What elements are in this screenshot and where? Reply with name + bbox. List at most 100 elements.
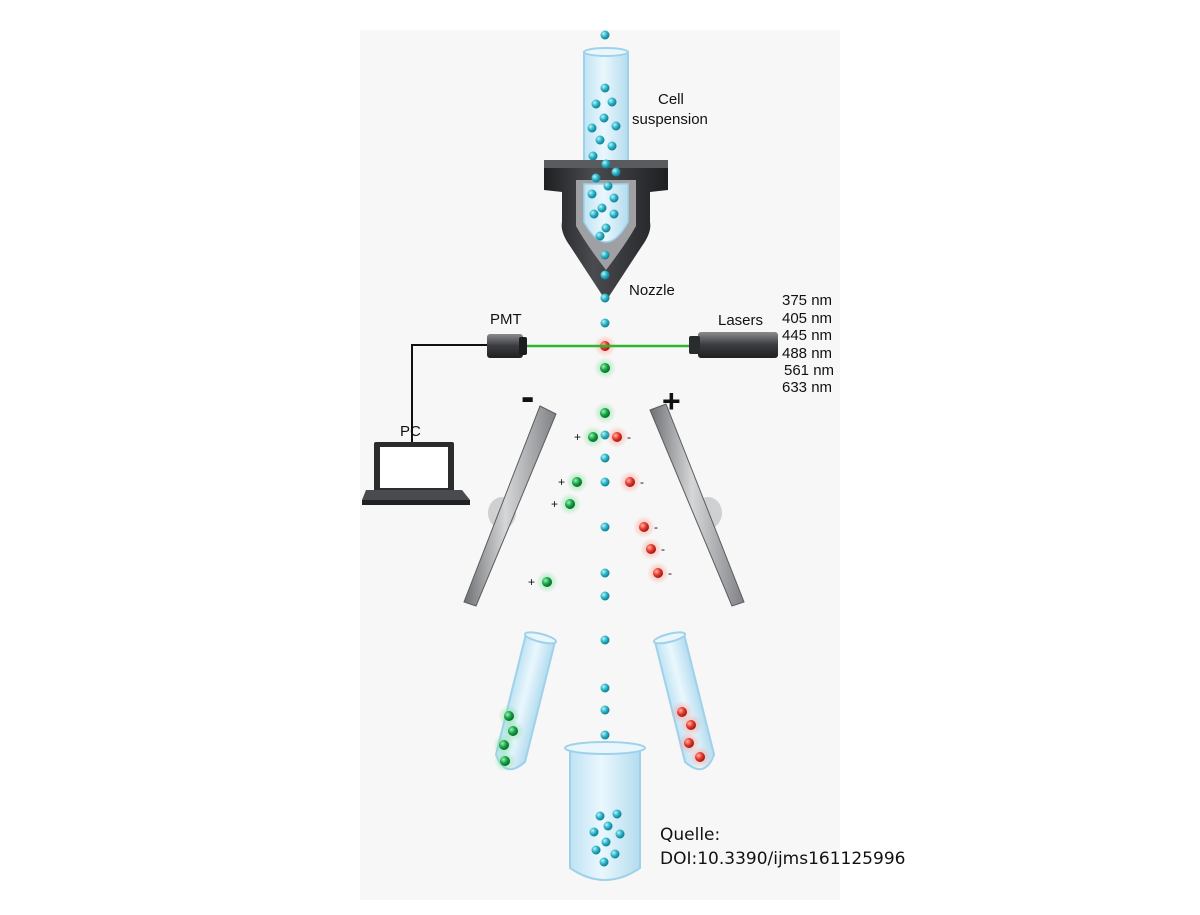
deflection-plate-negative [463,405,557,607]
suspension-cell [589,209,599,219]
wavelength-5: 633 nm [782,379,832,396]
suspension-cell [603,181,613,191]
stream-droplet [600,270,610,280]
cell-suspension-label-line2: suspension [632,111,708,128]
collected-cyan-cell [589,827,599,837]
suspension-cell [587,189,597,199]
source-label: Quelle: [660,825,720,845]
positive-droplet [542,577,552,587]
collected-cyan-cell [595,811,605,821]
positive-charge-sign: + [528,575,535,589]
suspension-cell [595,231,605,241]
laptop-icon [362,442,470,505]
wavelength-2: 445 nm [782,327,832,344]
suspension-cell [588,151,598,161]
minus-plate-sign: - [521,375,534,419]
negative-charge-sign: - [668,566,672,580]
positive-droplet [588,432,598,442]
stream-droplet [600,683,610,693]
negative-charge-sign: - [640,475,644,489]
negative-droplet [625,477,635,487]
suspension-cell [600,83,610,93]
stream-droplet [600,293,610,303]
suspension-cell [591,99,601,109]
lasers-label: Lasers [718,312,763,329]
suspension-cell [607,141,617,151]
wavelength-list: 375 nm 405 nm 445 nm 488 nm 561 nm 633 n… [782,292,834,396]
negative-charge-sign: - [654,520,658,534]
stream-droplet [600,453,610,463]
suspension-cells [587,83,621,241]
deflection-plate-positive [649,403,745,607]
nozzle-label: Nozzle [629,282,675,299]
collected-red-cell [684,738,694,748]
charge-signs: ++++----- [528,430,672,589]
wavelength-1: 405 nm [782,310,832,327]
negative-droplet [612,432,622,442]
suspension-cell [601,223,611,233]
suspension-cell [599,113,609,123]
collected-cyan-cell [612,809,622,819]
collected-red-cell [686,720,696,730]
laser-device [689,332,778,358]
pc-label: PC [400,423,421,440]
stream-droplet [600,591,610,601]
negative-droplet [653,568,663,578]
suspension-cell [609,193,619,203]
positive-droplet [565,499,575,509]
collected-cyan-cell [603,821,613,831]
positive-charge-sign: + [551,497,558,511]
collected-green-cell [508,726,518,736]
stream-droplet [600,568,610,578]
collected-cyan-cell [615,829,625,839]
wavelength-0: 375 nm [782,292,832,309]
suspension-cell [611,121,621,131]
negative-droplet [639,522,649,532]
pmt-detector [487,334,527,358]
collected-green-cell [504,711,514,721]
positive-charge-sign: + [558,475,565,489]
suspension-cell [601,159,611,169]
stream-droplet [600,30,610,40]
suspension-cell [595,135,605,145]
suspension-cell [591,173,601,183]
negative-charge-sign: - [627,430,631,444]
collected-cyan-cell [591,845,601,855]
collection-tube-center [564,741,646,881]
collected-cyan-cell [599,857,609,867]
stream-droplet [600,250,610,260]
collected-green-cell [499,740,509,750]
source-doi: DOI:10.3390/ijms161125996 [660,849,905,869]
stream-droplet [600,522,610,532]
collected-cyan-cell [601,837,611,847]
stream-droplet [600,635,610,645]
stream-green-cell [600,408,610,418]
plus-plate-sign: + [662,383,681,419]
collected-red-cell [695,752,705,762]
suspension-cell [587,123,597,133]
pmt-cable [411,344,487,445]
stream-droplet [600,730,610,740]
negative-charge-sign: - [661,542,665,556]
stream-droplet [600,705,610,715]
suspension-cell [607,97,617,107]
collected-red-cell [677,707,687,717]
stream-droplet [600,477,610,487]
collected-cyan-cell [610,849,620,859]
positive-droplet [572,477,582,487]
wavelength-3: 488 nm [782,345,832,362]
pmt-label: PMT [490,311,522,328]
cell-suspension-label-line1: Cell [658,91,684,108]
stream-droplet [600,318,610,328]
suspension-cell [597,203,607,213]
stream-green-cell [600,363,610,373]
sorted-droplets [536,426,669,593]
negative-droplet [646,544,656,554]
collected-green-cell [500,756,510,766]
wavelength-4: 561 nm [784,362,834,379]
positive-charge-sign: + [574,430,581,444]
suspension-cell [609,209,619,219]
suspension-cell [611,167,621,177]
tube-cells [493,701,711,867]
